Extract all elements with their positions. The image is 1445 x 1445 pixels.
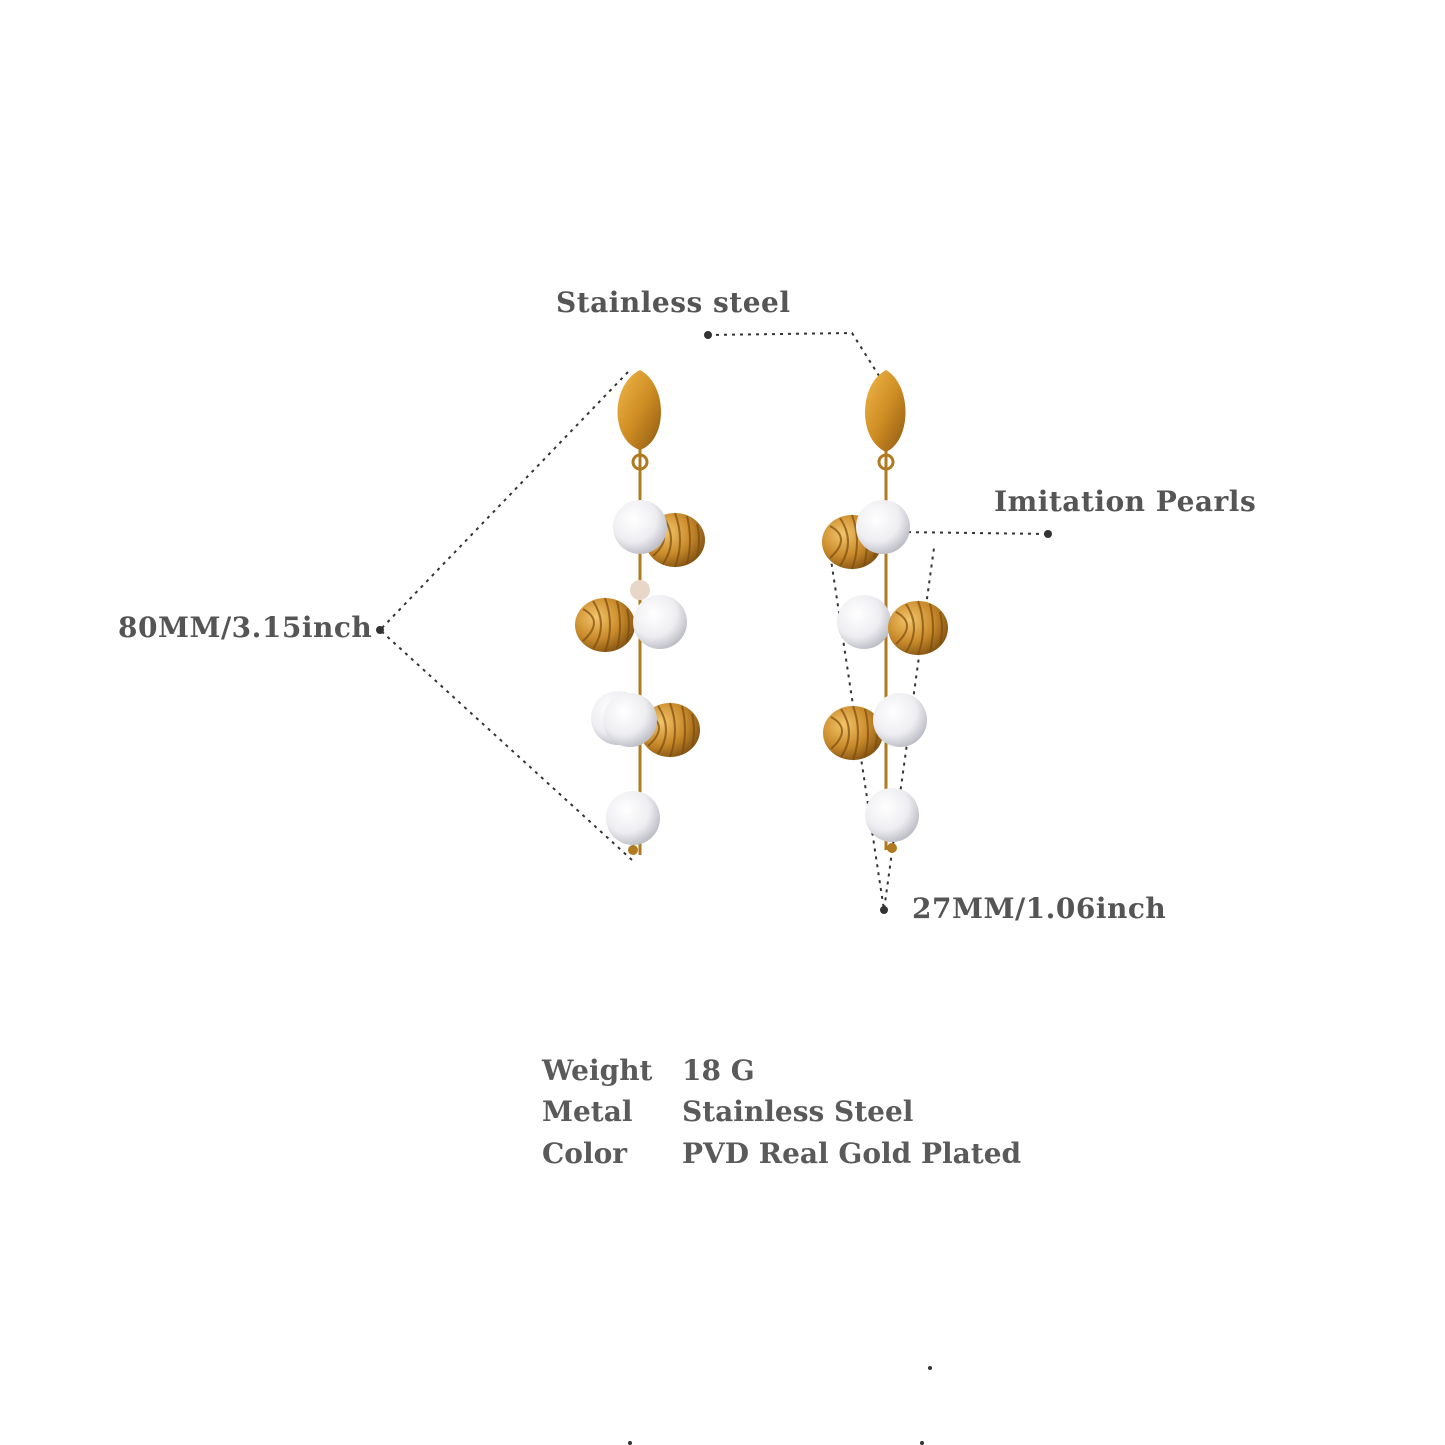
dimension-lines xyxy=(378,331,1049,911)
spec-metal: Metal Stainless Steel xyxy=(542,1095,913,1128)
length-label: 80MM/3.15inch xyxy=(118,611,373,644)
pearls-label: Imitation Pearls xyxy=(994,485,1257,518)
spec-key: Weight xyxy=(542,1054,653,1087)
spec-key: Color xyxy=(542,1137,628,1170)
right-earring xyxy=(821,370,949,853)
spec-key: Metal xyxy=(542,1095,633,1128)
spec-value: Stainless Steel xyxy=(682,1095,914,1128)
spec-color: Color PVD Real Gold Plated xyxy=(542,1137,1021,1170)
material-label: Stainless steel xyxy=(556,286,791,319)
width-label: 27MM/1.06inch xyxy=(912,892,1167,925)
dimension-endpoints xyxy=(376,331,1052,1445)
left-earring xyxy=(574,370,706,855)
spec-weight: Weight 18 G xyxy=(542,1054,755,1087)
spec-value: 18 G xyxy=(682,1054,755,1087)
spec-value: PVD Real Gold Plated xyxy=(682,1137,1022,1170)
